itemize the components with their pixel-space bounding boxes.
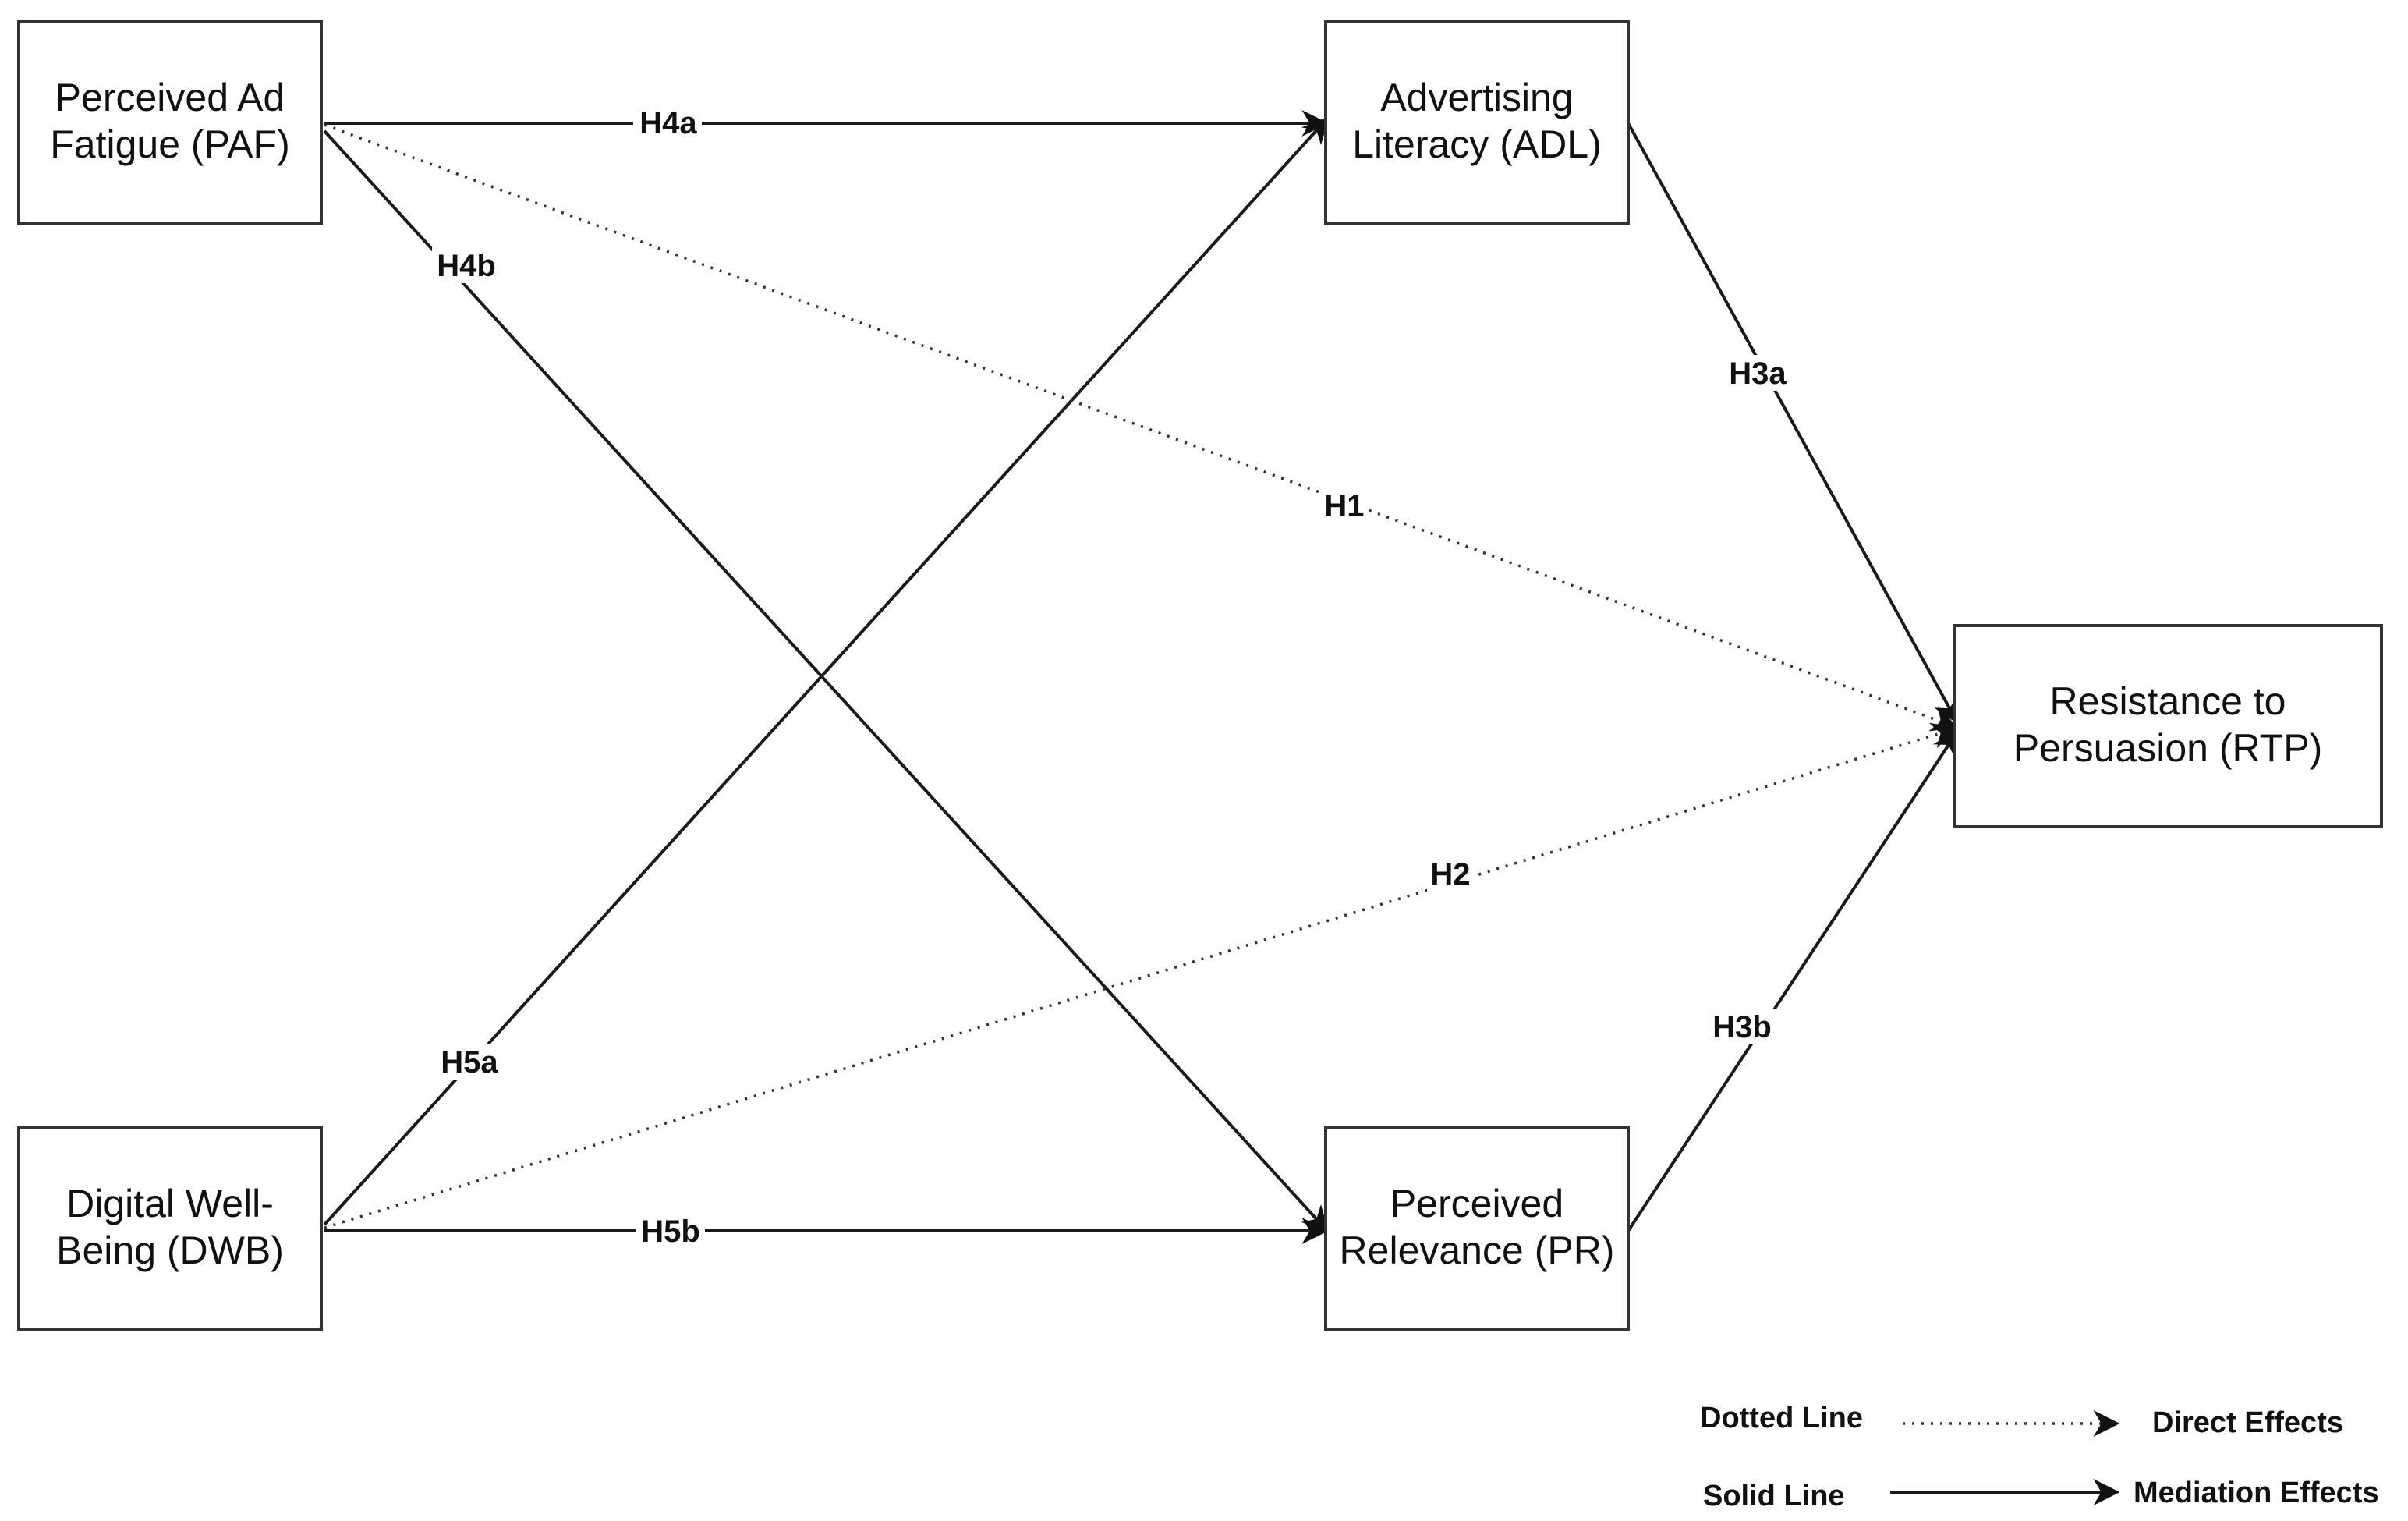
legend-solid: Solid Line Mediation Effects — [1703, 1477, 2379, 1512]
edge-label-h3a: H3a — [1723, 355, 1792, 391]
edge-label-h5b: H5b — [636, 1213, 705, 1249]
node-adl-box — [1324, 20, 1630, 225]
node-pr-box — [1324, 1126, 1630, 1331]
node-adl-line1: Advertising — [1380, 76, 1573, 119]
node-rtp-line2: Persuasion (RTP) — [2013, 726, 2322, 770]
node-dwb-box — [17, 1126, 323, 1331]
node-adl-line2: Literacy (ADL) — [1352, 122, 1602, 166]
node-paf-line1: Perceived Ad — [55, 76, 285, 119]
node-rtp: Resistance to Persuasion (RTP) — [1953, 624, 2383, 828]
edge-label-h4a-text: H4a — [639, 106, 697, 140]
edge-labels: H4a H4b H5a H5b H3a H3b H1 H2 — [432, 105, 1792, 1249]
edge-label-h3b-text: H3b — [1712, 1010, 1772, 1044]
legend-dotted-meaning: Direct Effects — [2152, 1406, 2343, 1439]
node-pr: Perceived Relevance (PR) — [1324, 1126, 1630, 1331]
node-pr-line2: Relevance (PR) — [1340, 1228, 1615, 1272]
edge-label-h3a-text: H3a — [1729, 356, 1787, 391]
node-rtp-box — [1953, 624, 2383, 828]
edges — [323, 110, 1959, 1244]
edge-label-h5a-text: H5a — [441, 1045, 498, 1080]
edge-h4b — [323, 129, 1330, 1233]
node-dwb-line2: Being (DWB) — [56, 1228, 284, 1272]
edge-h3b — [1627, 729, 1959, 1232]
edge-h3a — [1627, 122, 1959, 725]
node-paf-box — [17, 20, 323, 225]
node-dwb: Digital Well- Being (DWB) — [17, 1126, 323, 1331]
edge-label-h5b-text: H5b — [641, 1214, 700, 1249]
node-dwb-line1: Digital Well- — [66, 1182, 274, 1225]
edge-label-h5a: H5a — [435, 1044, 504, 1080]
edge-label-h2-text: H2 — [1430, 857, 1470, 892]
node-adl: Advertising Literacy (ADL) — [1324, 20, 1630, 225]
node-paf: Perceived Ad Fatigue (PAF) — [17, 20, 323, 225]
edge-label-h4a: H4a — [633, 105, 702, 140]
legend-dotted-label: Dotted Line — [1700, 1402, 1863, 1434]
edge-label-h2: H2 — [1427, 856, 1474, 892]
edge-label-h1-text: H1 — [1324, 489, 1364, 523]
legend-solid-meaning: Mediation Effects — [2134, 1477, 2379, 1509]
legend-dotted: Dotted Line Direct Effects — [1700, 1402, 2343, 1439]
legend: Dotted Line Direct Effects Solid Line Me… — [1700, 1402, 2379, 1512]
edge-label-h1: H1 — [1321, 488, 1368, 523]
legend-solid-label: Solid Line — [1703, 1480, 1845, 1512]
node-rtp-line1: Resistance to — [2050, 679, 2286, 723]
edge-label-h3b: H3b — [1708, 1009, 1776, 1044]
edge-h2 — [324, 722, 1959, 1229]
edge-label-h4b-text: H4b — [437, 249, 496, 283]
edge-h1 — [324, 123, 1959, 732]
edge-label-h4b: H4b — [432, 247, 501, 283]
edge-h5a — [323, 116, 1330, 1226]
node-pr-line1: Perceived — [1390, 1182, 1563, 1225]
node-paf-line2: Fatigue (PAF) — [50, 122, 290, 166]
